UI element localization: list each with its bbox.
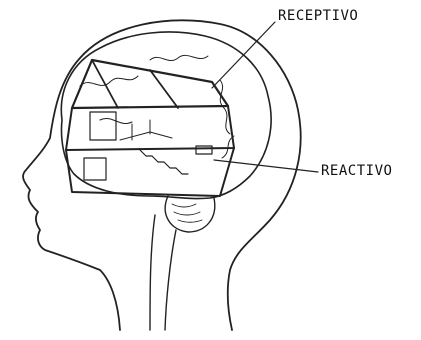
- house-upper-floor: [65, 105, 235, 151]
- roof-ridge: [91, 59, 119, 109]
- leader-line-reactivo: [213, 159, 319, 173]
- label-receptivo: RECEPTIVO: [278, 8, 359, 24]
- furniture-icon: [119, 119, 173, 141]
- cerebellum-fold: [171, 203, 203, 223]
- label-reactivo: REACTIVO: [321, 163, 393, 179]
- brain-fold: [149, 54, 209, 62]
- roof-ridge: [149, 69, 179, 109]
- stairs-icon: [139, 149, 189, 175]
- spine-line: [164, 229, 177, 331]
- brain-fold: [219, 79, 231, 135]
- cerebellum: [164, 195, 216, 233]
- window-icon: [89, 111, 117, 141]
- box-icon: [195, 145, 213, 155]
- brain-outline: [60, 31, 272, 200]
- neck-line: [149, 214, 156, 331]
- head-outline: [22, 19, 302, 331]
- leader-line-receptivo: [211, 21, 276, 89]
- brain-fold: [79, 75, 139, 87]
- house-lower-floor: [65, 147, 235, 197]
- furniture-icon: [83, 157, 107, 181]
